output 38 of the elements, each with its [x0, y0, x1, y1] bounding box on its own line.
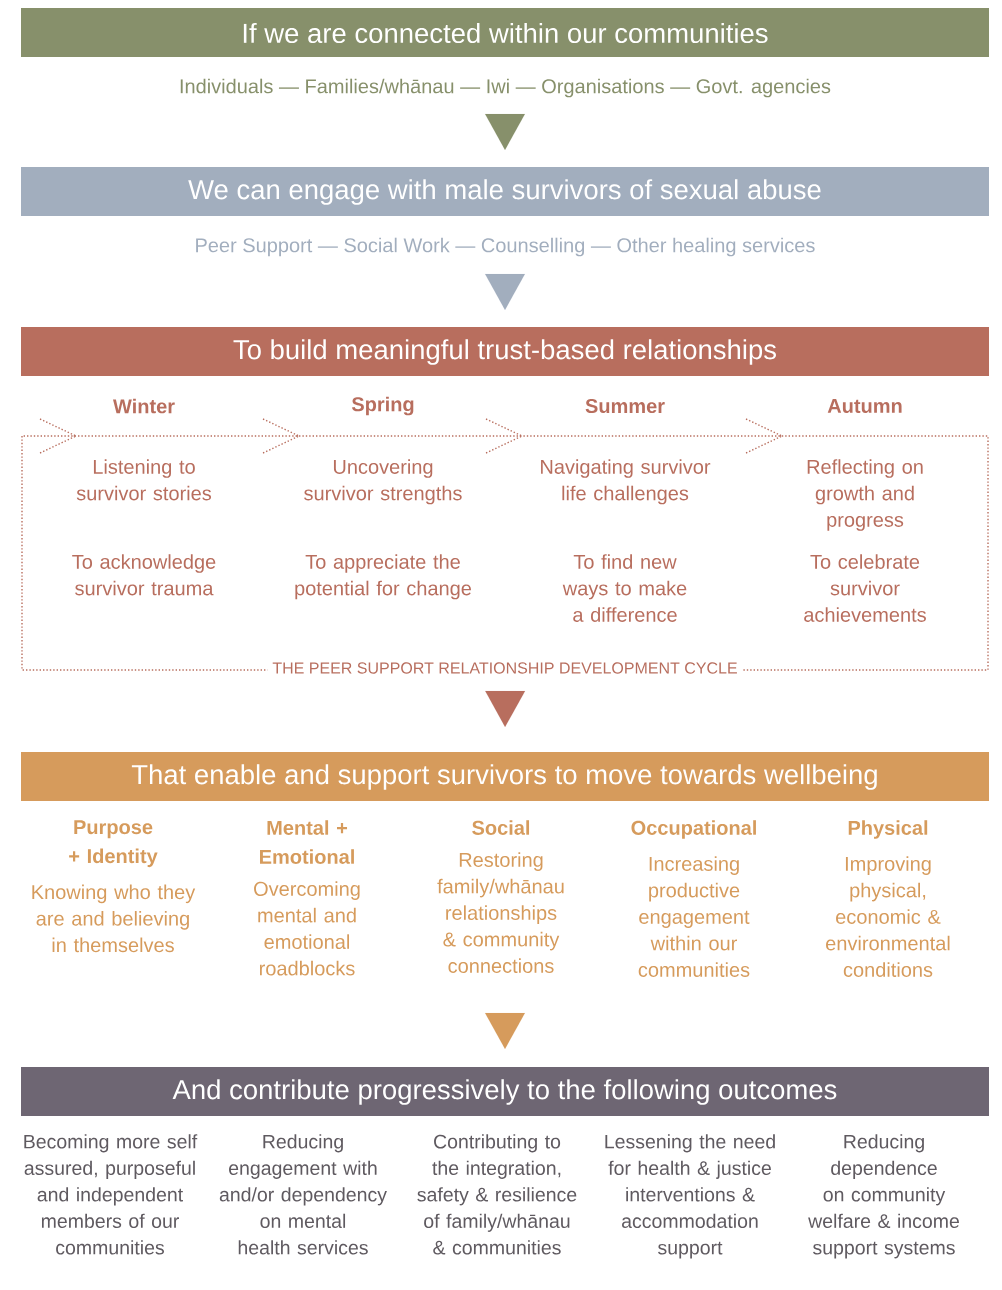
node-label: Purpose + Identity — [69, 820, 158, 868]
banner: To build meaningful trust-based relationships — [21, 327, 989, 376]
season-text: To celebrate survivor achievements — [804, 554, 926, 622]
season-text: Listening to survivor stories — [76, 459, 212, 501]
node-label: Reducing engagement with and/or dependency on mental health services — [219, 1134, 387, 1255]
node-label: Physical — [848, 820, 928, 839]
arrow — [485, 114, 525, 150]
node-label: Occupational — [631, 820, 756, 839]
node-label: Social — [472, 820, 530, 835]
node-label: Improving physical, economic & environmental conditions — [826, 856, 950, 977]
season-heading: Winter — [113, 398, 175, 414]
season-text: To acknowledge survivor trauma — [72, 554, 216, 596]
season-heading: Summer — [585, 398, 665, 414]
season-heading: Autumn — [827, 399, 902, 413]
arrow — [485, 1013, 525, 1049]
node-label: Becoming more self assured, purposeful and independent members of our communities — [24, 1134, 198, 1255]
node-label: Increasing productive engagement within our communities — [638, 856, 750, 977]
node-label: Reducing dependence on community welfare & income support systems — [808, 1134, 959, 1259]
node-label: Peer Support — Social Work — Counselling — Other healing services — [196, 237, 815, 257]
node-label: Overcoming mental and emotional roadblocks — [254, 881, 360, 976]
node-label: Restoring family/whānau relationships & community connections — [437, 852, 564, 973]
banner: We can engage with male survivors of sexual abuse Peer Support — Social Work — Counselling — Other healing services — [21, 167, 989, 257]
node-label: Mental + Emotional — [260, 820, 354, 864]
season-text: To appreciate the potential for change — [295, 554, 471, 600]
arrow — [485, 273, 525, 310]
season-text: Uncovering survivor strengths — [304, 459, 462, 505]
banner: And contribute progressively to the following outcomes Becoming more self assured, purposeful and independent members of our communities Reducing engagement with and/or dependency on mental health services Contributing to the integration, safety & resilience of family/whānau & communities Lessening the need for health & justice interventions & accommodation support Reducing dependence on community welfare & income support systems — [21, 1067, 989, 1259]
season-text: Reflecting on growth and progress — [807, 459, 923, 531]
arrow — [485, 690, 526, 727]
season-text: Navigating survivor life challenges — [541, 459, 711, 505]
season-heading: Spring — [351, 396, 414, 416]
node-label: Contributing to the integration, safety & resilience of family/whānau & communities — [417, 1134, 577, 1255]
node-label: Knowing who they are and believing in themselves — [32, 884, 196, 953]
banner: That enable and support survivors to move towards wellbeing Purpose + Identity Mental + Emotional Social Occupational Physical Knowing who they are and believing in themselves Overcoming mental and emotional roadblocks Restoring family/whānau relationships & community connections Increasing productive engagement within our communities Improving physical, economic & environmental conditions — [21, 752, 989, 977]
node-label: Lessening the need for health & justice interventions & accommodation support — [605, 1134, 775, 1259]
banner: If we are connected within our communities Individuals — Families/whānau — Iwi — Organisations — Govt. agencies — [21, 8, 989, 98]
season-text: To find new ways to make a difference — [562, 554, 687, 622]
node-label: Individuals — Families/whānau — Iwi — Organisations — Govt. agencies — [180, 78, 831, 98]
